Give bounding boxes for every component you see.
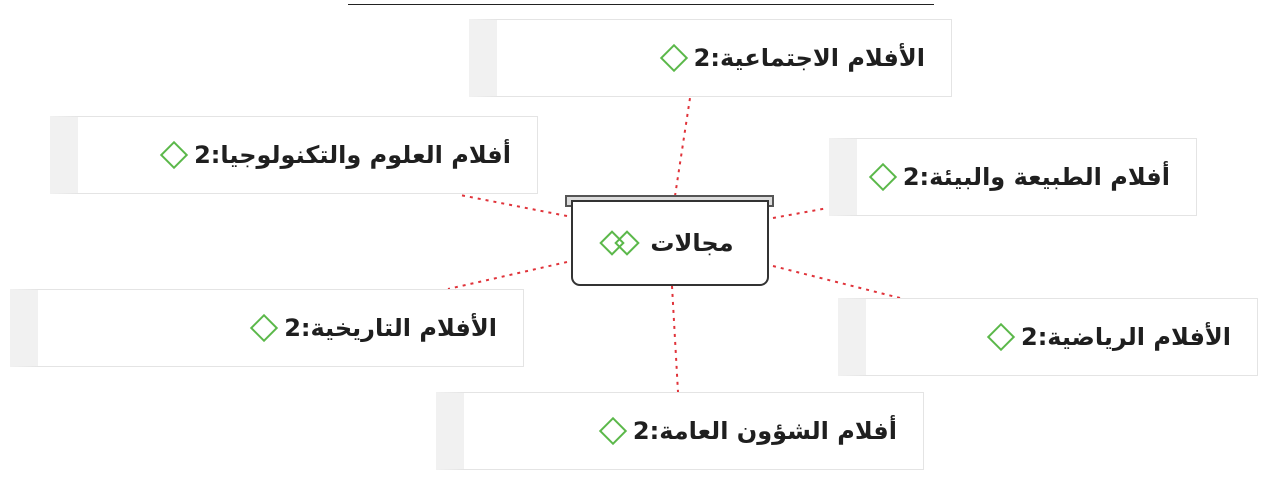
diamond-icon [250, 313, 279, 343]
connector-social [674, 97, 691, 197]
diamond-icon [159, 140, 189, 170]
diamond-icon [868, 162, 897, 192]
topic-sports[interactable]: الأفلام الرياضية:2 [838, 298, 1258, 376]
diamond-icon [598, 416, 628, 446]
topic-nature[interactable]: أفلام الطبيعة والبيئة:2 [829, 138, 1197, 216]
topic-label: أفلام العلوم والتكنولوجيا:2 [194, 141, 511, 169]
topic-label: الأفلام التاريخية:2 [284, 314, 497, 342]
connector-science [459, 194, 568, 217]
topic-science[interactable]: أفلام العلوم والتكنولوجيا:2 [50, 116, 538, 194]
double-diamond-icon [599, 230, 641, 256]
topic-history[interactable]: الأفلام التاريخية:2 [10, 289, 524, 367]
top-divider-line [348, 4, 934, 5]
topic-label: الأفلام الرياضية:2 [1020, 323, 1231, 351]
topic-label: أفلام الطبيعة والبيئة:2 [902, 163, 1170, 191]
topic-label: الأفلام الاجتماعية:2 [693, 44, 925, 72]
central-topic[interactable]: مجالات [571, 200, 769, 286]
topic-social[interactable]: الأفلام الاجتماعية:2 [469, 19, 952, 97]
diamond-icon [986, 322, 1016, 352]
central-topic-label: مجالات [650, 229, 734, 257]
topic-label: أفلام الشؤون العامة:2 [632, 417, 897, 445]
connector-public [671, 285, 679, 393]
connector-history [447, 261, 568, 290]
connector-nature [772, 207, 829, 219]
connector-sports [772, 265, 901, 299]
diamond-icon [659, 43, 688, 73]
topic-public-affairs[interactable]: أفلام الشؤون العامة:2 [436, 392, 924, 470]
